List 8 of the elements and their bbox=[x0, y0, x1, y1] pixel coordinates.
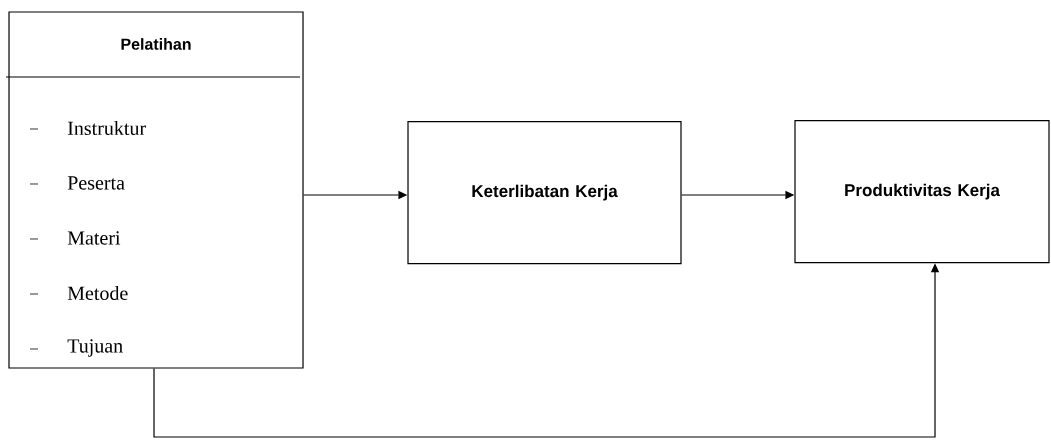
list-item: Peserta bbox=[67, 176, 125, 190]
list-item: Materi bbox=[67, 231, 121, 245]
list-item: Tujuan bbox=[67, 339, 123, 357]
list-item: Metode bbox=[67, 285, 128, 300]
list-item: Instruktur bbox=[67, 120, 146, 135]
list-box: Pelatihan Instruktur Peserta Materi Metode Tujuan bbox=[5, 11, 304, 369]
process-box: Produktivitas Kerja bbox=[794, 120, 1050, 264]
process-box: Keterlibatan Kerja bbox=[407, 121, 682, 265]
